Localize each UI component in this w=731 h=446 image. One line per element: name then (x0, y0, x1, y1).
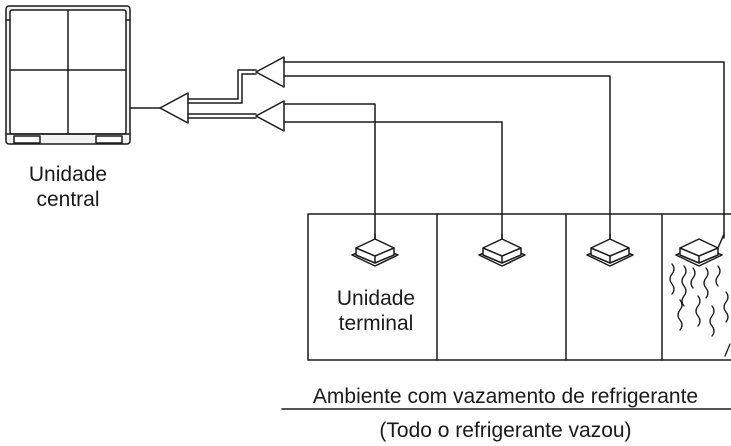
central-unit-label-line-2: central (36, 188, 100, 211)
indoor-unit-room-2 (478, 233, 526, 267)
branch-pipes (187, 69, 257, 119)
room-caption: Ambiente com vazamento de refrigerante (312, 385, 699, 408)
branch-joint-icon (255, 100, 285, 132)
indoor-unit-room-4 (675, 233, 725, 267)
terminal-unit-label-line-1: Unidade (336, 287, 416, 310)
refrigerant-leak-icon (669, 263, 731, 357)
outdoor-unit-icon (5, 5, 131, 145)
upper-branch-pipes (283, 61, 725, 239)
central-unit-label-line-1: Unidade (28, 163, 108, 186)
branch-joint-icon (255, 56, 285, 88)
terminal-unit-label-line-2: terminal (338, 312, 414, 335)
terminal-unit-label: Unidade terminal (320, 286, 432, 336)
indoor-unit-room-3 (586, 233, 634, 267)
indoor-unit-room-1 (351, 233, 399, 267)
branch-joint-icon (159, 92, 189, 124)
room-note: (Todo o refrigerante vazou) (379, 419, 632, 442)
lower-branch-pipes (283, 103, 503, 239)
rooms (281, 213, 731, 410)
central-unit-label: Unidade central (12, 162, 124, 212)
